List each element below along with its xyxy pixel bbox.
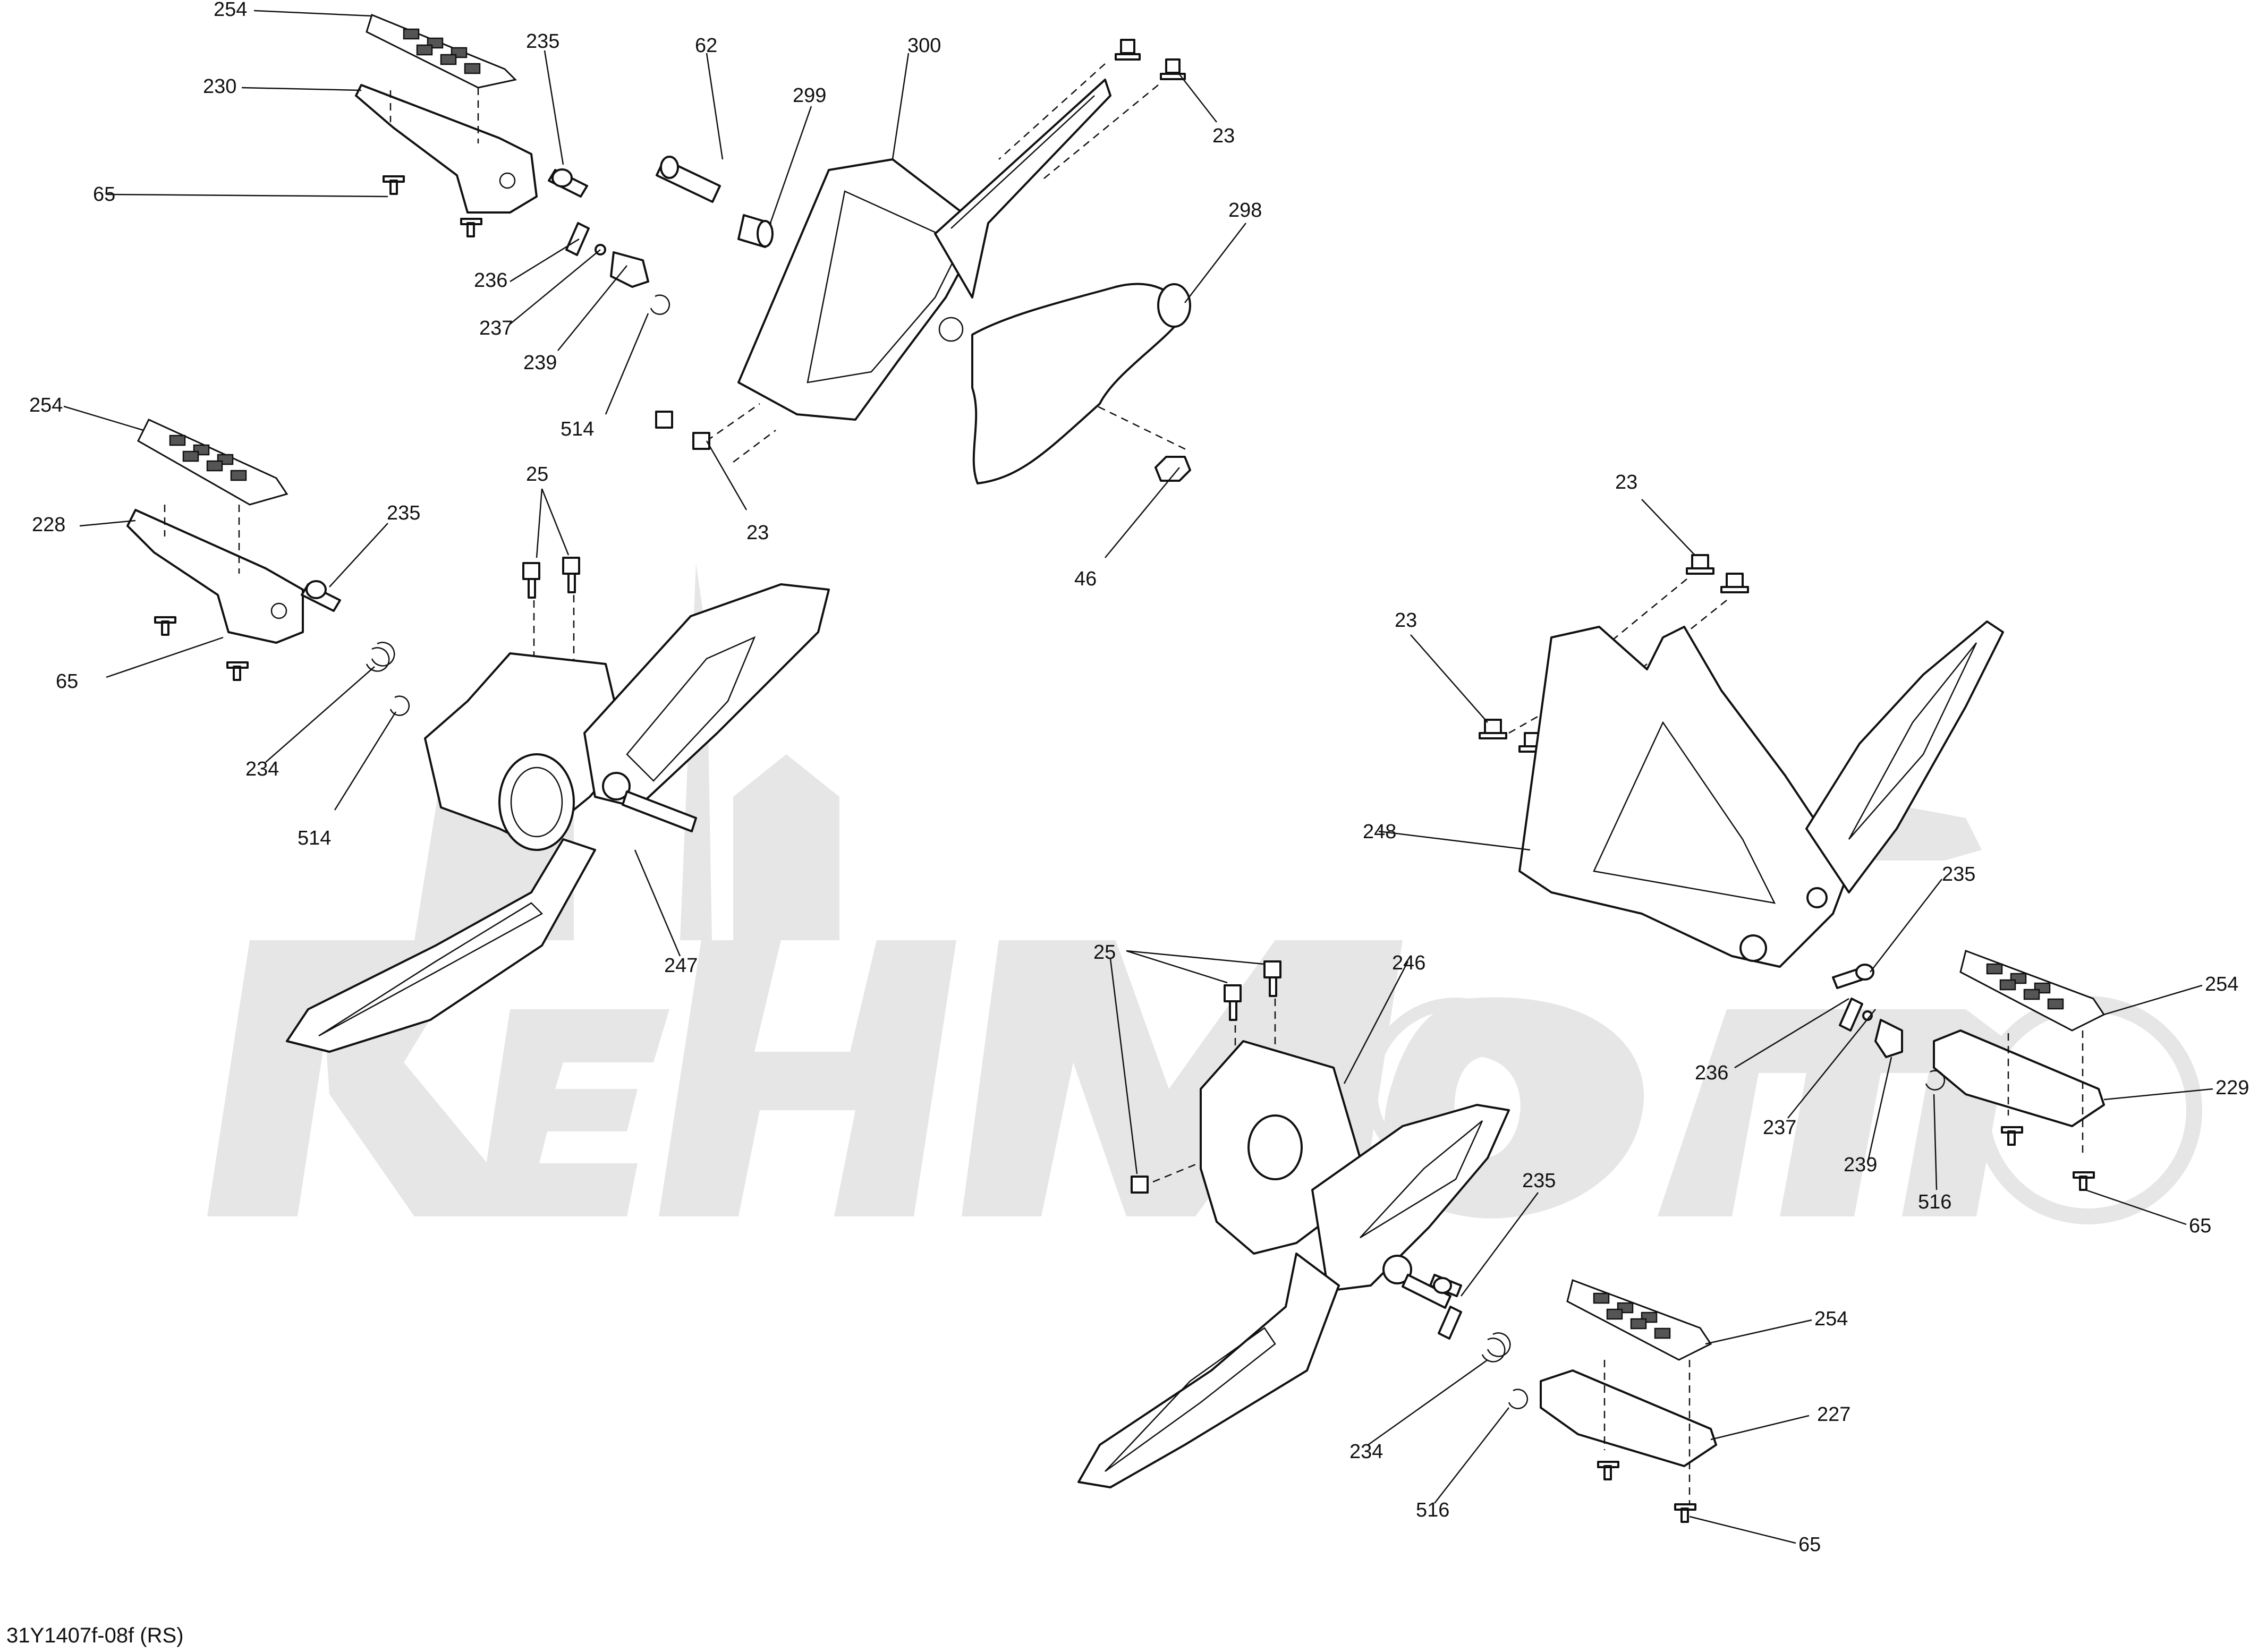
callout-62: 62 — [695, 35, 717, 57]
callout-300: 300 — [907, 35, 941, 57]
callout-23: 23 — [1212, 125, 1235, 147]
footpeg-assembly-top-left — [355, 13, 670, 315]
callout-228: 228 — [32, 514, 65, 536]
callout-248: 248 — [1363, 821, 1396, 843]
callout-254: 254 — [29, 394, 63, 416]
footpeg-assembly-bottom — [1429, 1274, 1717, 1523]
callout-65: 65 — [93, 183, 115, 206]
callout-235: 235 — [387, 502, 420, 524]
callout-246: 246 — [1392, 952, 1425, 974]
callout-65: 65 — [56, 670, 78, 693]
callout-236: 236 — [474, 269, 507, 292]
footpeg-assembly-left — [126, 419, 410, 716]
leader-lines — [63, 10, 2213, 1544]
callout-65: 65 — [1798, 1534, 1821, 1556]
callout-514: 514 — [561, 418, 594, 440]
callout-25: 25 — [1093, 941, 1116, 964]
callout-516: 516 — [1416, 1499, 1449, 1521]
callout-46: 46 — [1074, 568, 1097, 590]
callout-254: 254 — [2205, 973, 2238, 995]
callout-237: 237 — [479, 317, 513, 339]
callout-labels: 254 235 62 300 230 299 23 65 298 236 237… — [29, 0, 2249, 1556]
callout-247: 247 — [664, 955, 698, 977]
callout-234: 234 — [245, 758, 279, 780]
callout-235: 235 — [1522, 1170, 1556, 1192]
footpeg-assembly-right — [1832, 950, 2106, 1191]
callout-516: 516 — [1918, 1191, 1951, 1213]
footrest-bracket-248 — [1479, 554, 2004, 968]
callout-235: 235 — [526, 30, 559, 53]
diagram-reference-code: 31Y1407f-08f (RS) — [6, 1624, 184, 1647]
callout-239: 239 — [523, 352, 557, 374]
callout-239: 239 — [1844, 1154, 1877, 1176]
footrest-bracket-246 — [1077, 960, 1510, 1488]
callout-230: 230 — [203, 75, 236, 98]
callout-237: 237 — [1763, 1117, 1796, 1139]
callout-236: 236 — [1695, 1062, 1728, 1084]
callout-23: 23 — [1615, 471, 1637, 493]
callout-23: 23 — [1395, 609, 1417, 632]
callout-235: 235 — [1942, 863, 1975, 885]
footrest-bracket-247 — [286, 557, 830, 1053]
callout-227: 227 — [1817, 1403, 1850, 1426]
callout-298: 298 — [1228, 199, 1262, 222]
callout-254: 254 — [1814, 1308, 1848, 1330]
callout-65: 65 — [2189, 1215, 2211, 1237]
callout-254: 254 — [214, 0, 247, 21]
callout-234: 234 — [1349, 1441, 1383, 1463]
callout-514: 514 — [298, 827, 331, 849]
callout-229: 229 — [2215, 1077, 2249, 1099]
callout-299: 299 — [793, 84, 826, 107]
callout-25: 25 — [526, 463, 548, 486]
heel-guard-bracket-300 — [655, 39, 1191, 484]
callout-23: 23 — [746, 522, 769, 544]
